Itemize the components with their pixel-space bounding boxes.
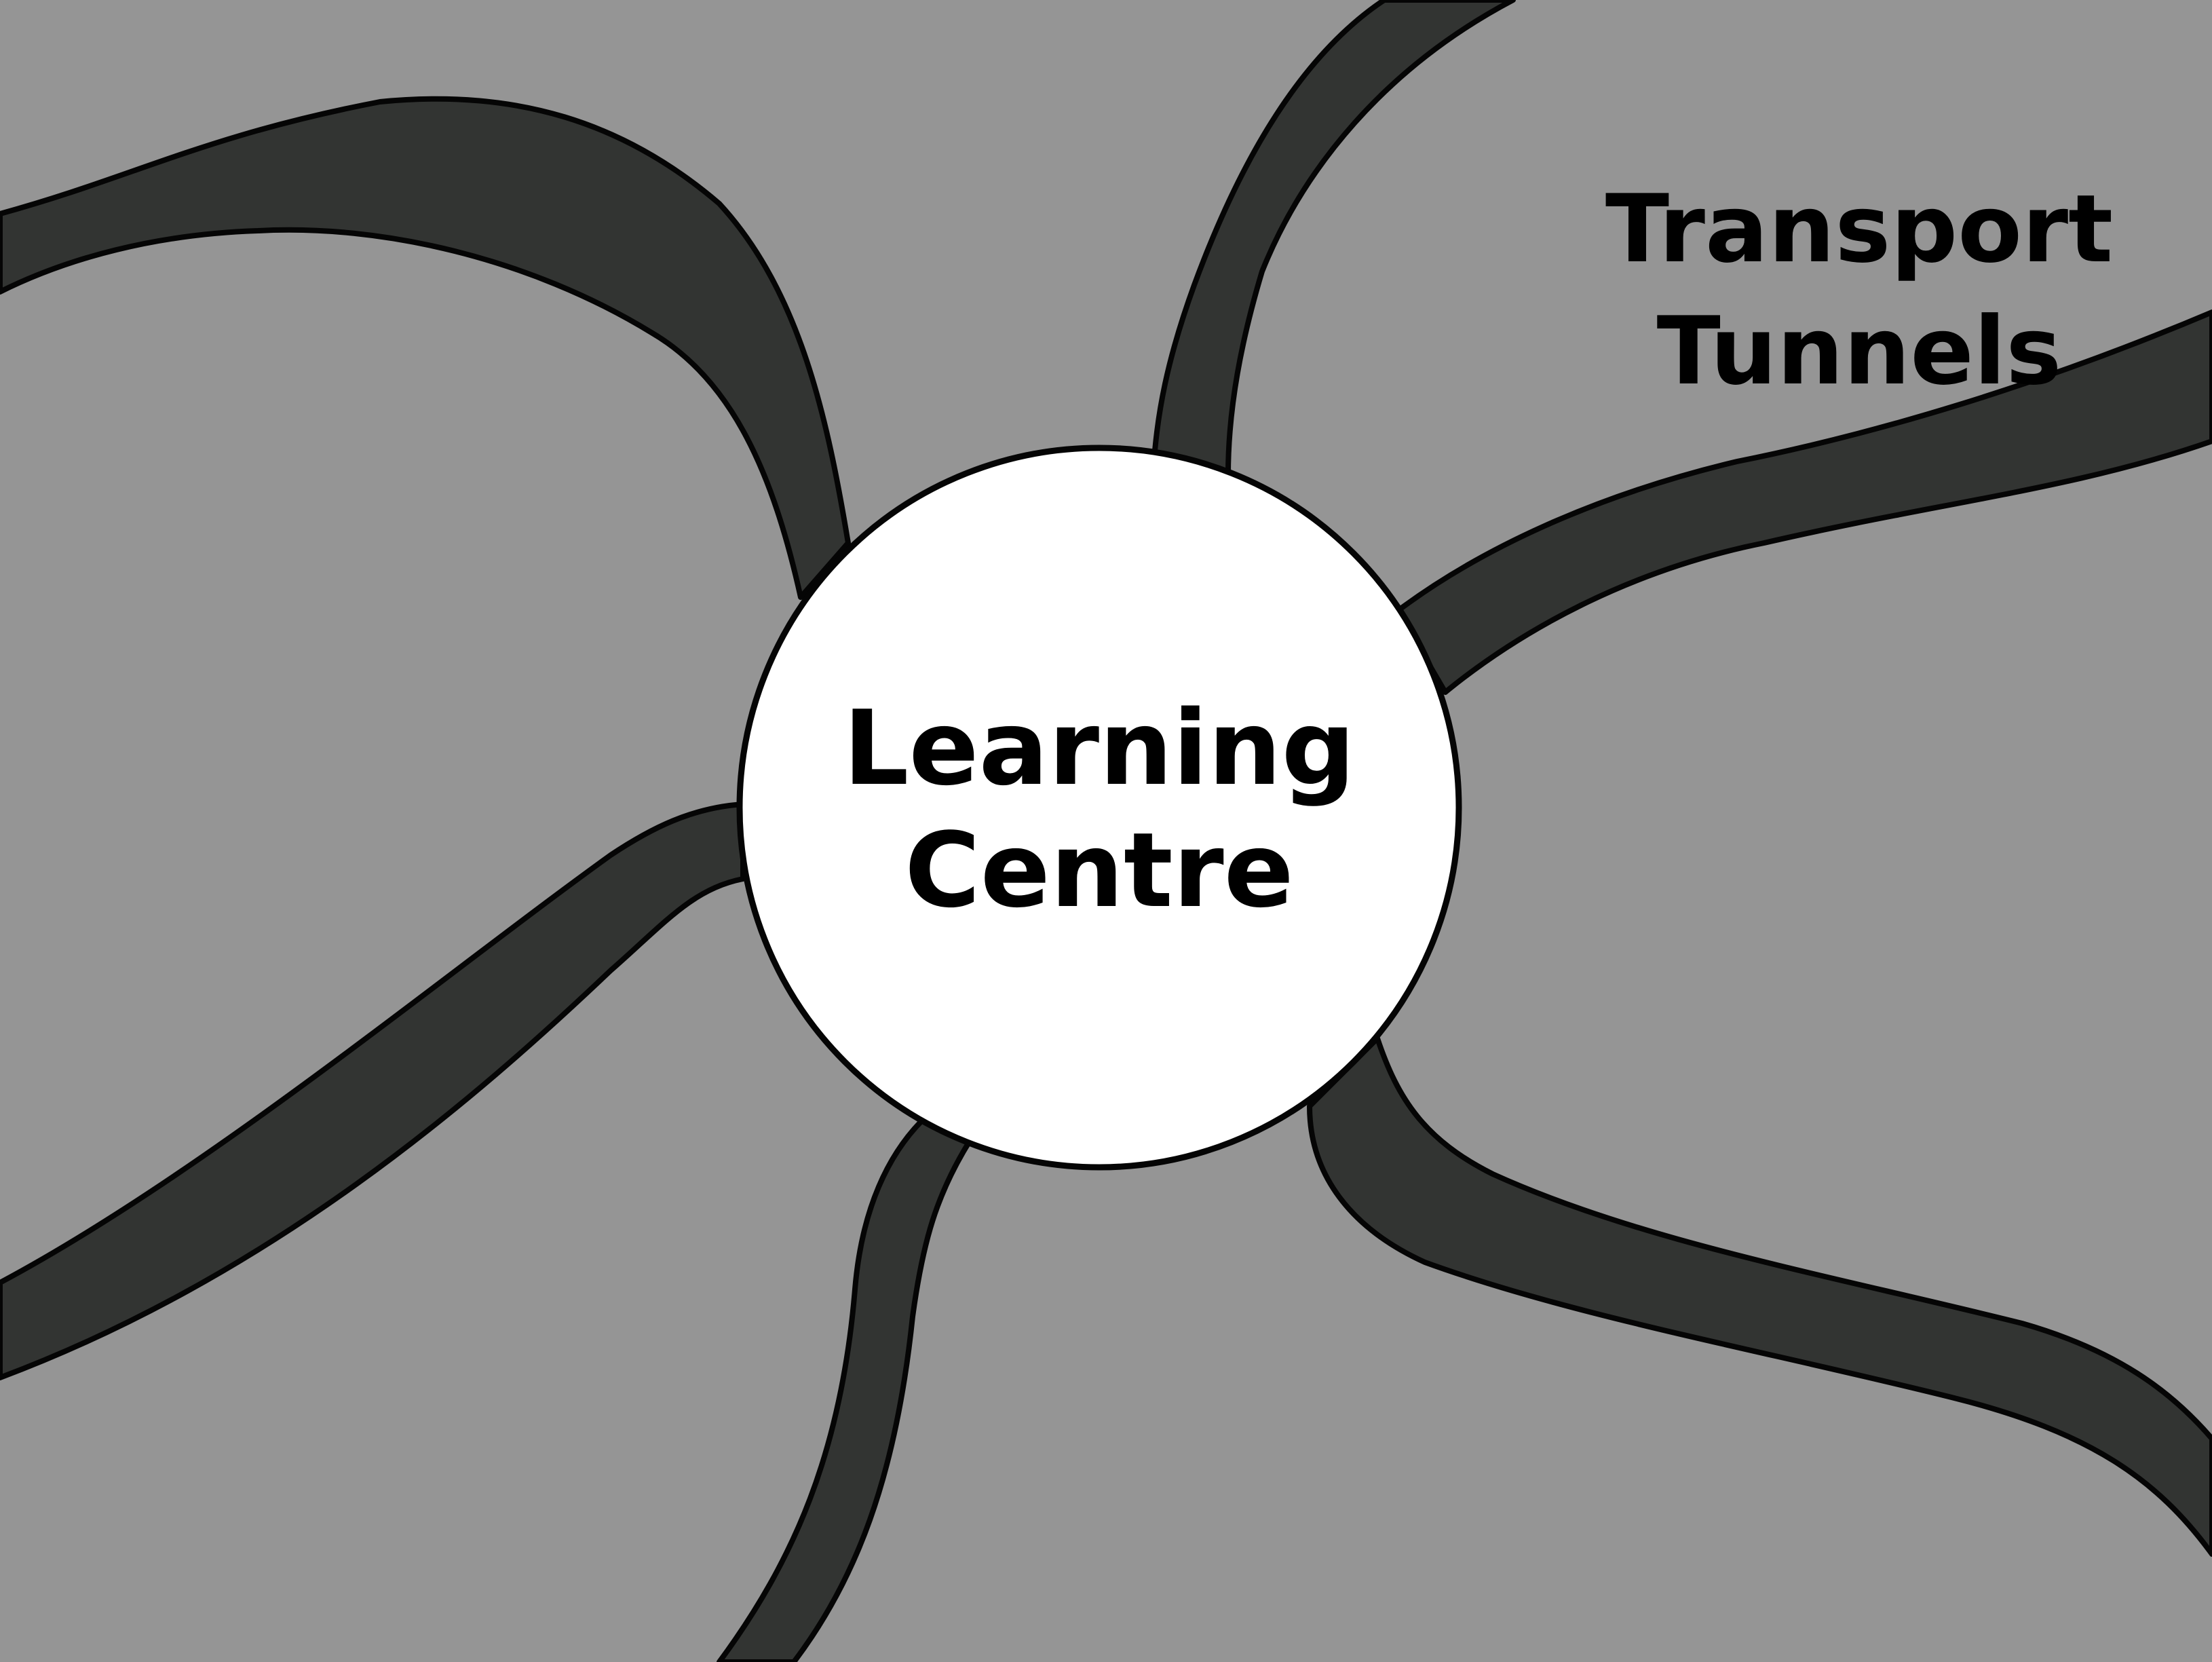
hub-label-line-2: Centre [904, 810, 1294, 930]
tunnel-left [0, 801, 746, 1380]
annotation-label-line-1: Transport [1605, 174, 2113, 284]
annotation-label-line-2: Tunnels [1657, 297, 2062, 406]
tunnel-lower-right [1307, 1036, 2212, 1557]
hub-label-line-1: Learning [843, 688, 1356, 808]
learning-centre-hub [736, 445, 1462, 1171]
tunnel-upper-left [0, 96, 851, 600]
